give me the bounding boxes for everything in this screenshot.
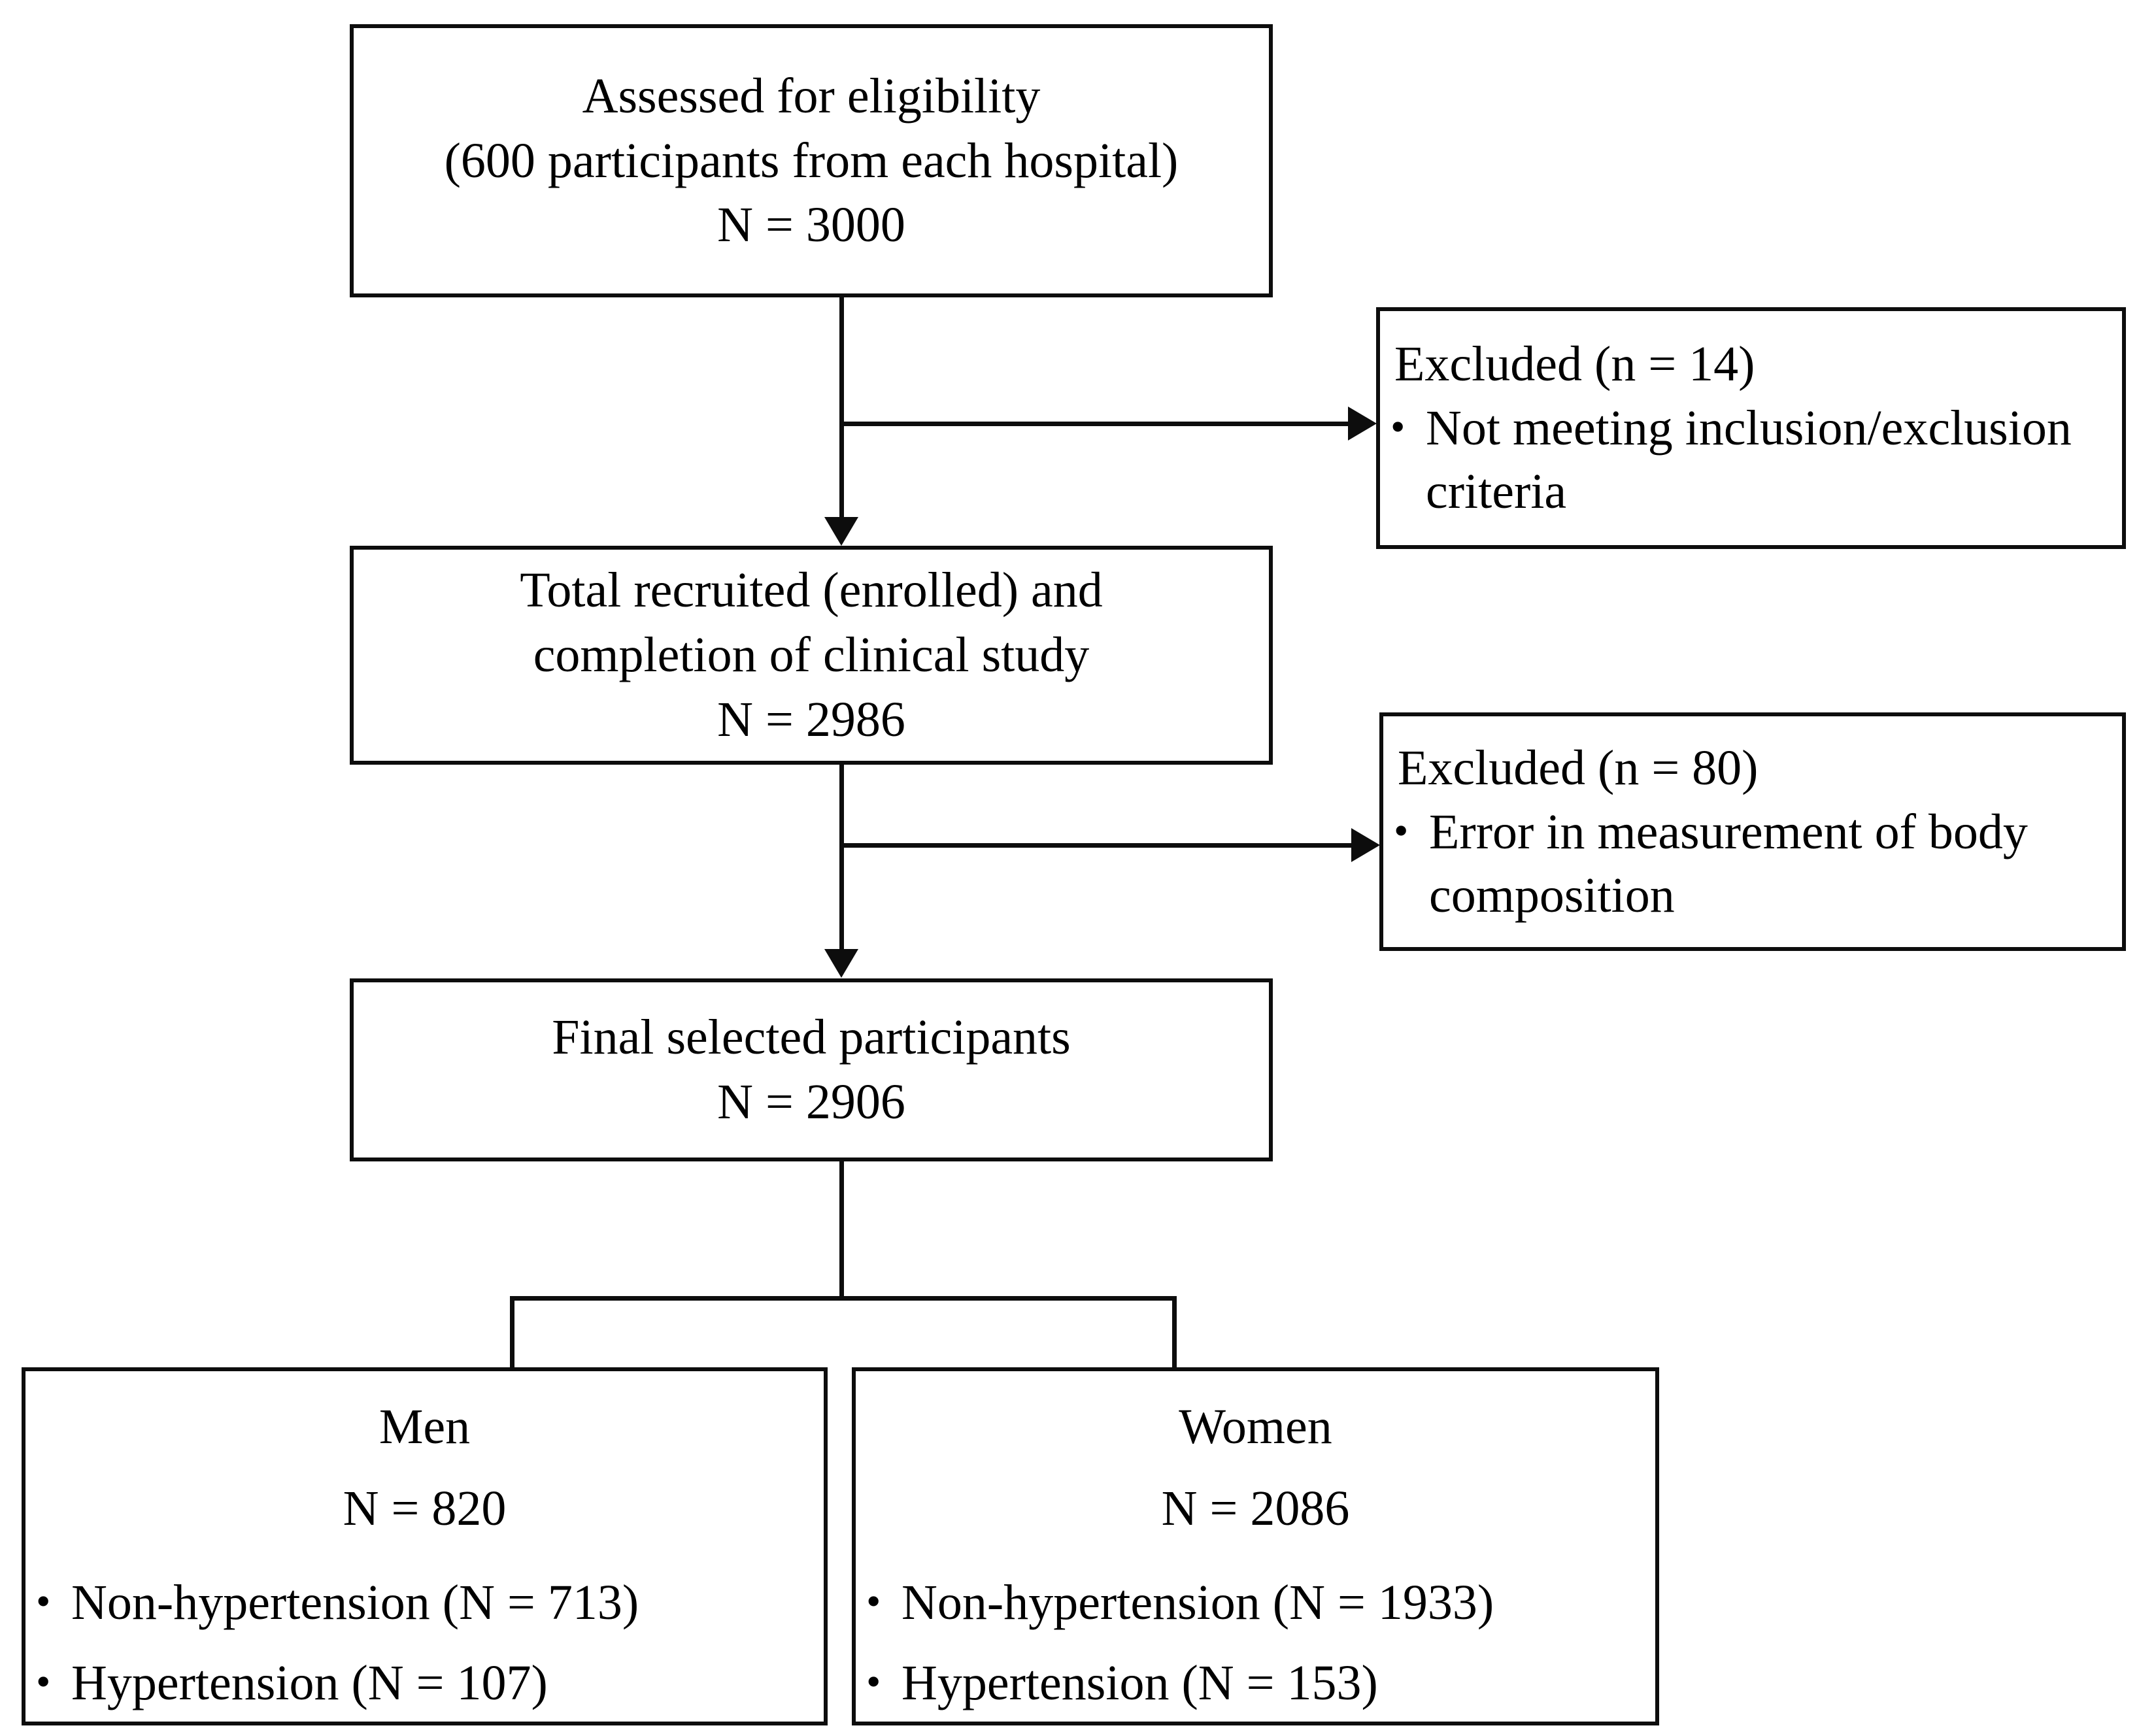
list-item: Non-hypertension (N = 1933) [856,1571,1655,1635]
men-count: N = 820 [343,1480,507,1536]
arrowhead-into-recruited [824,517,858,546]
node-excluded-14: Excluded (n = 14) Not meeting inclusion/… [1376,307,2126,549]
connector-final-stem [839,1161,844,1297]
excluded-1-bullet-list: Not meeting inclusion/exclusion criteria [1380,397,2122,524]
arrowhead-into-final [824,949,858,978]
connector-assessed-to-recruited [839,297,844,520]
assessed-line-2: (600 participants from each hospital) [444,133,1179,188]
arrowhead-into-excluded-1 [1348,407,1377,441]
list-item: Hypertension (N = 153) [856,1652,1655,1715]
connector-split-bar [510,1296,1177,1301]
node-women: Women N = 2086 Non-hypertension (N = 193… [852,1367,1659,1725]
node-excluded-80: Excluded (n = 80) Error in measurement o… [1379,712,2126,951]
list-item: Error in measurement of body composition [1383,801,2122,928]
final-count: N = 2906 [717,1074,905,1129]
women-bullet-list: Non-hypertension (N = 1933) Hypertension… [856,1571,1655,1732]
men-title: Men [379,1399,471,1454]
connector-recruited-to-final [839,765,844,951]
women-title: Women [1179,1399,1332,1454]
assessed-line-1: Assessed for eligibility [582,68,1041,124]
connector-assessed-to-excluded-1 [839,422,1349,426]
connector-drop-to-men [510,1296,514,1369]
arrowhead-into-excluded-2 [1351,828,1380,862]
list-item: Non-hypertension (N = 713) [25,1571,824,1635]
node-assessed-for-eligibility: Assessed for eligibility (600 participan… [350,24,1273,297]
final-line-1: Final selected participants [552,1010,1071,1065]
assessed-count: N = 3000 [717,197,905,253]
excluded-2-heading: Excluded (n = 80) [1398,740,1759,795]
men-bullet-list: Non-hypertension (N = 713) Hypertension … [25,1571,824,1732]
list-item: Hypertension (N = 107) [25,1652,824,1715]
list-item: Not meeting inclusion/exclusion criteria [1380,397,2122,524]
recruited-line-2: completion of clinical study [533,627,1090,683]
recruited-count: N = 2986 [717,691,905,747]
excluded-1-heading: Excluded (n = 14) [1394,337,1755,392]
connector-recruited-to-excluded-2 [839,843,1353,848]
recruited-line-1: Total recruited (enrolled) and [520,563,1103,618]
excluded-2-bullet-list: Error in measurement of body composition [1383,801,2122,928]
node-final-selected: Final selected participants N = 2906 [350,978,1273,1161]
connector-drop-to-women [1172,1296,1177,1369]
node-men: Men N = 820 Non-hypertension (N = 713) H… [22,1367,828,1725]
node-total-recruited: Total recruited (enrolled) and completio… [350,546,1273,765]
women-count: N = 2086 [1161,1480,1350,1536]
